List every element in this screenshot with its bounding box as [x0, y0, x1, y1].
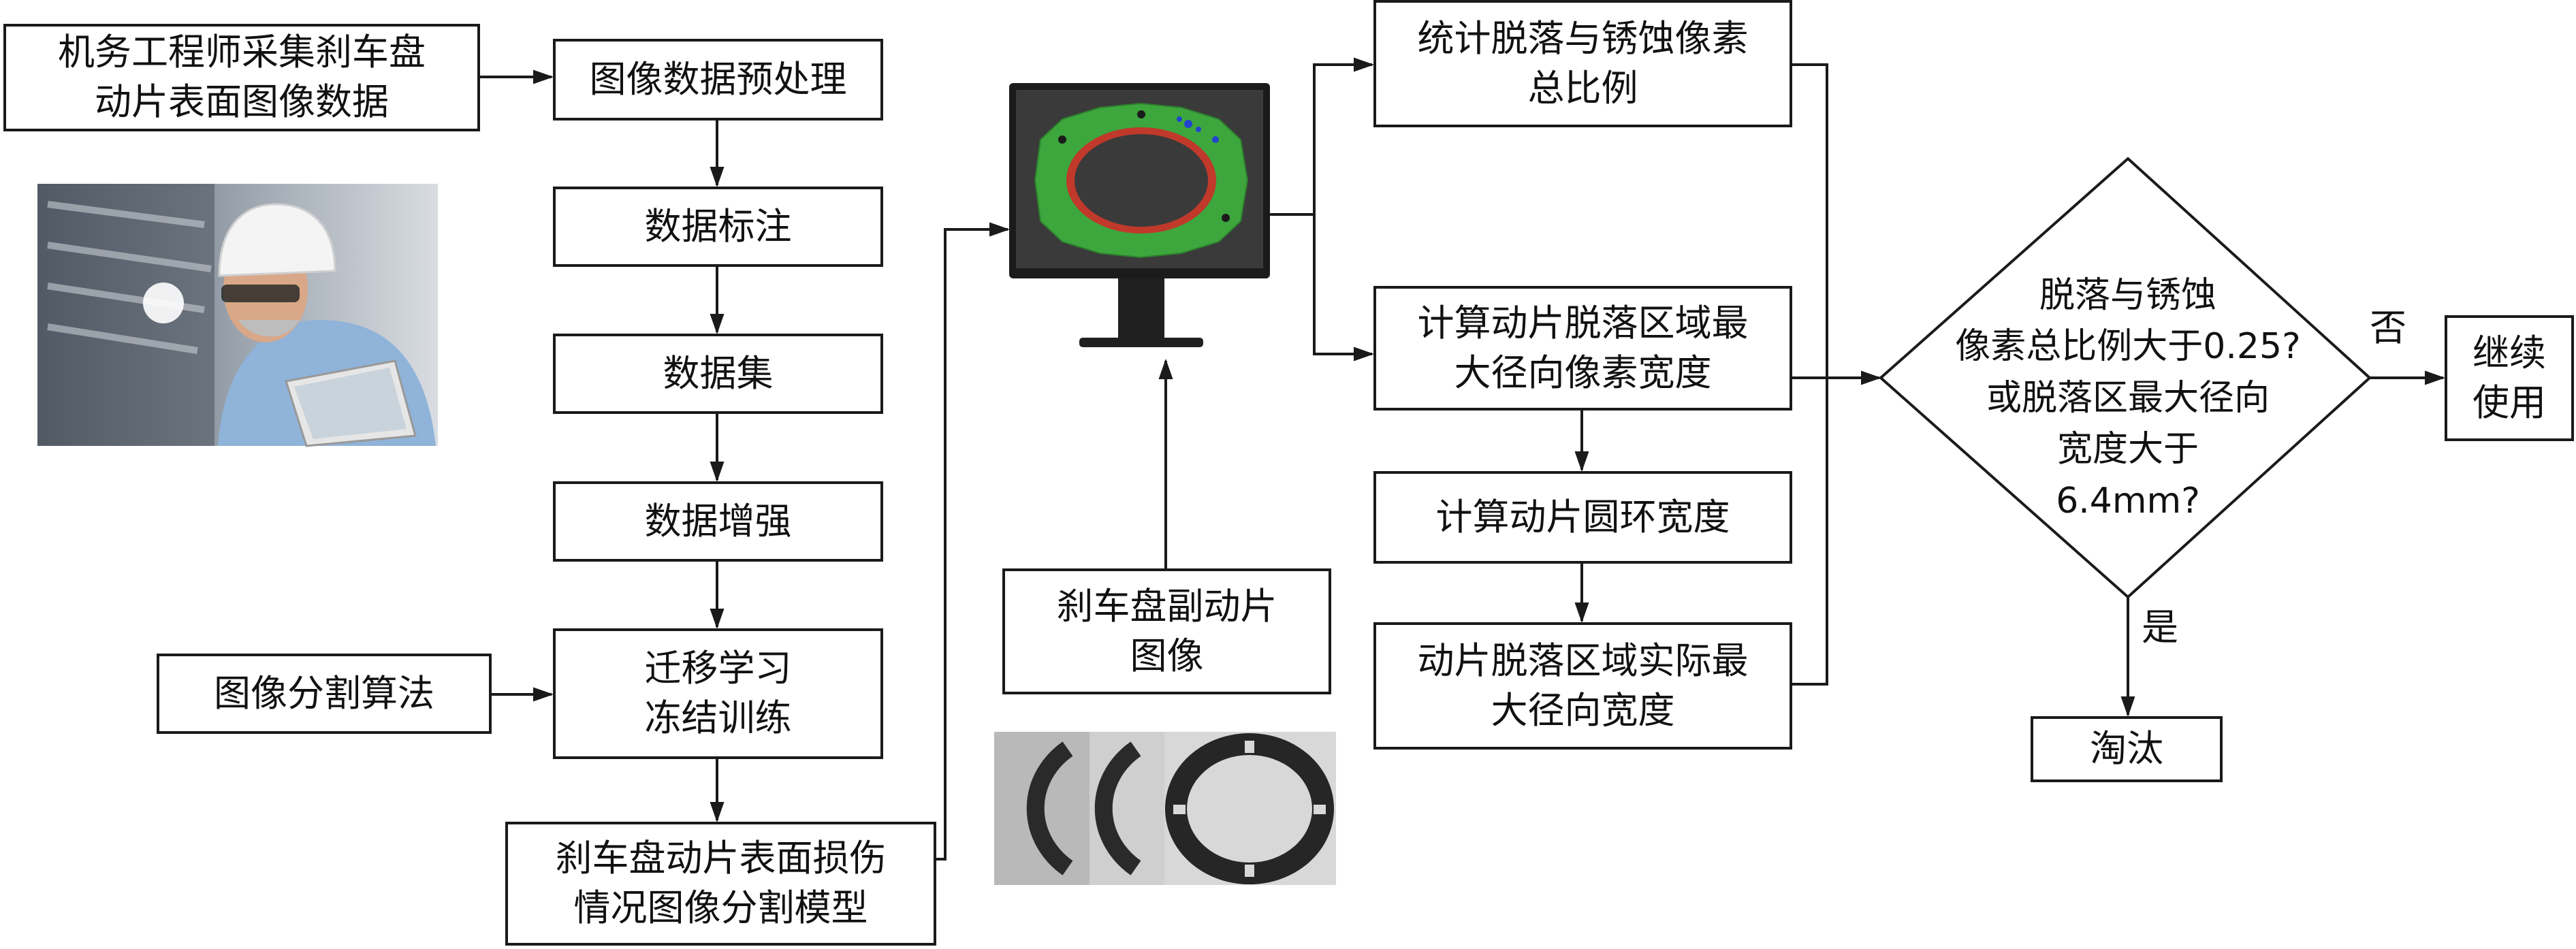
- decision-text: 脱落与锈蚀 像素总比例大于0.25? 或脱落区最大径向 宽度大于 6.4mm?: [1955, 275, 2301, 521]
- disc-hole: [1075, 134, 1208, 227]
- node-transfer: 迁移学习 冻结训练: [553, 628, 883, 759]
- arrow-monitor-to-ratio: [1270, 57, 1374, 216]
- label-no: 否: [2370, 306, 2406, 349]
- beard: [238, 320, 300, 337]
- node-augment: 数据增强: [553, 481, 883, 562]
- node-max-radial: 计算动片脱落区域最 大径向像素宽度: [1373, 286, 1792, 411]
- node-annotate: 数据标注: [553, 187, 883, 267]
- node-brake-image: 刹车盘副动片 图像: [1002, 568, 1331, 694]
- node-actual-width: 动片脱落区域实际最 大径向宽度: [1373, 622, 1792, 750]
- node-seg-algo: 图像分割算法: [157, 654, 492, 734]
- glasses: [221, 285, 300, 302]
- node-preprocess: 图像数据预处理: [553, 39, 883, 120]
- node-ring-width: 计算动片圆环宽度: [1373, 471, 1792, 564]
- node-ratio: 统计脱落与锈蚀像素 总比例: [1373, 0, 1792, 127]
- line-ratio-to-merge: [1792, 63, 1828, 378]
- arrow-segmodel-to-monitor: [936, 222, 1010, 860]
- decision-diamond: [1878, 157, 2372, 599]
- brake-disc-photo: [994, 732, 1336, 885]
- arrow-monitor-to-maxradial: [1313, 214, 1374, 361]
- node-collect: 机务工程师采集刹车盘 动片表面图像数据: [3, 24, 480, 131]
- node-seg-model: 刹车盘动片表面损伤 情况图像分割模型: [505, 822, 936, 946]
- line-actualwidth-to-merge: [1792, 378, 1828, 686]
- node-eliminate: 淘汰: [2031, 716, 2223, 782]
- node-continue-use: 继续 使用: [2445, 315, 2574, 441]
- engineer-photo: [37, 184, 438, 447]
- node-dataset: 数据集: [553, 334, 883, 414]
- monitor-image: [1009, 83, 1270, 347]
- flashlight-glow: [143, 283, 184, 323]
- helmet: [218, 203, 336, 277]
- connectors: [479, 57, 2445, 860]
- label-yes: 是: [2142, 606, 2178, 649]
